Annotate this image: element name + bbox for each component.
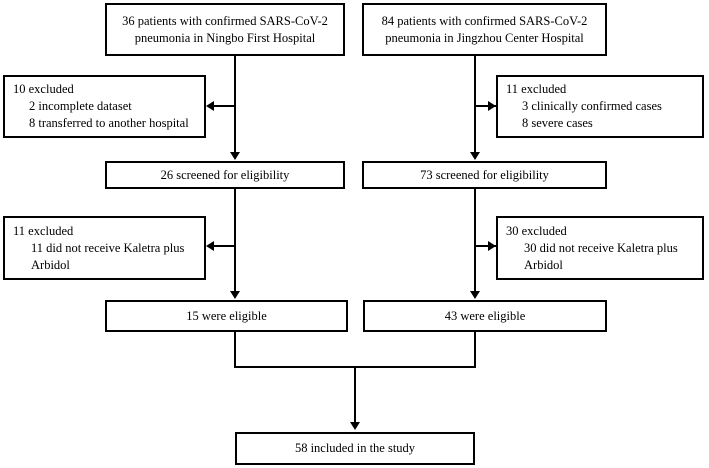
eligible-left-label: 15 were eligible <box>186 308 267 323</box>
arrowhead-left-screened-to-eligible <box>230 291 240 299</box>
screened-right-label: 73 screened for eligibility <box>420 167 549 182</box>
node-eligible-left: 15 were eligible <box>105 300 348 332</box>
excluded-left-2-line3: Arbidol <box>31 257 70 272</box>
excluded-left-1-line3: 8 transferred to another hospital <box>29 116 189 130</box>
connector-left-source-to-screened <box>234 56 236 154</box>
excluded-left-2-line2: 11 did not receive Kaletra plus <box>31 240 185 255</box>
node-eligible-right: 43 were eligible <box>363 300 607 332</box>
connector-right-screened-to-eligible <box>474 189 476 293</box>
node-source-right: 84 patients with confirmed SARS-CoV-2 pn… <box>362 3 607 56</box>
node-excluded-left-1: 10 excluded 2 incomplete dataset 8 trans… <box>3 75 206 138</box>
arrowhead-left-source-to-screened <box>230 152 240 160</box>
arrowhead-right-exclusion-1 <box>488 101 496 111</box>
excluded-right-1-line2: 3 clinically confirmed cases <box>522 99 662 113</box>
excluded-left-2-line1: 11 excluded <box>13 223 74 238</box>
node-excluded-left-2: 11 excluded 11 did not receive Kaletra p… <box>3 216 206 280</box>
node-screened-right: 73 screened for eligibility <box>362 161 607 189</box>
excluded-left-1-line1: 10 excluded <box>13 82 74 96</box>
excluded-right-1-line1: 11 excluded <box>506 82 567 96</box>
screened-left-label: 26 screened for eligibility <box>160 167 290 182</box>
connector-right-exclusion-1 <box>476 105 496 107</box>
connector-right-source-to-screened <box>474 56 476 154</box>
excluded-left-1-line2: 2 incomplete dataset <box>29 99 132 113</box>
source-left-line2: pneumonia in Ningbo First Hospital <box>134 30 316 45</box>
node-excluded-right-2: 30 excluded 30 did not receive Kaletra p… <box>496 216 704 280</box>
arrowhead-right-screened-to-eligible <box>470 291 480 299</box>
connector-merge-to-final <box>354 366 356 424</box>
excluded-right-1-line3: 8 severe cases <box>522 116 593 130</box>
connector-left-screened-to-eligible <box>234 189 236 293</box>
connector-right-exclusion-2 <box>476 245 496 247</box>
source-left-line1: 36 patients with confirmed SARS-CoV-2 <box>122 13 328 28</box>
included-final-label: 58 included in the study <box>294 441 416 455</box>
excluded-right-2-line1: 30 excluded <box>506 223 567 238</box>
excluded-right-2-line3: Arbidol <box>524 257 563 272</box>
connector-merge-left-drop <box>234 332 236 368</box>
connector-left-exclusion-2 <box>214 245 235 247</box>
arrowhead-merge-to-final <box>350 422 360 430</box>
excluded-right-2-line2: 30 did not receive Kaletra plus <box>524 240 678 255</box>
arrowhead-left-exclusion-1 <box>206 101 214 111</box>
node-screened-left: 26 screened for eligibility <box>105 161 345 189</box>
eligible-right-label: 43 were eligible <box>444 308 526 323</box>
source-right-line2: pneumonia in Jingzhou Center Hospital <box>385 30 584 45</box>
node-excluded-right-1: 11 excluded 3 clinically confirmed cases… <box>496 75 704 138</box>
connector-merge-right-drop <box>474 332 476 368</box>
connector-left-exclusion-1 <box>214 105 235 107</box>
arrowhead-right-exclusion-2 <box>488 241 496 251</box>
arrowhead-left-exclusion-2 <box>206 241 214 251</box>
node-included-final: 58 included in the study <box>235 432 475 465</box>
arrowhead-right-source-to-screened <box>470 152 480 160</box>
source-right-line1: 84 patients with confirmed SARS-CoV-2 <box>381 13 588 28</box>
node-source-left: 36 patients with confirmed SARS-CoV-2 pn… <box>105 3 345 56</box>
